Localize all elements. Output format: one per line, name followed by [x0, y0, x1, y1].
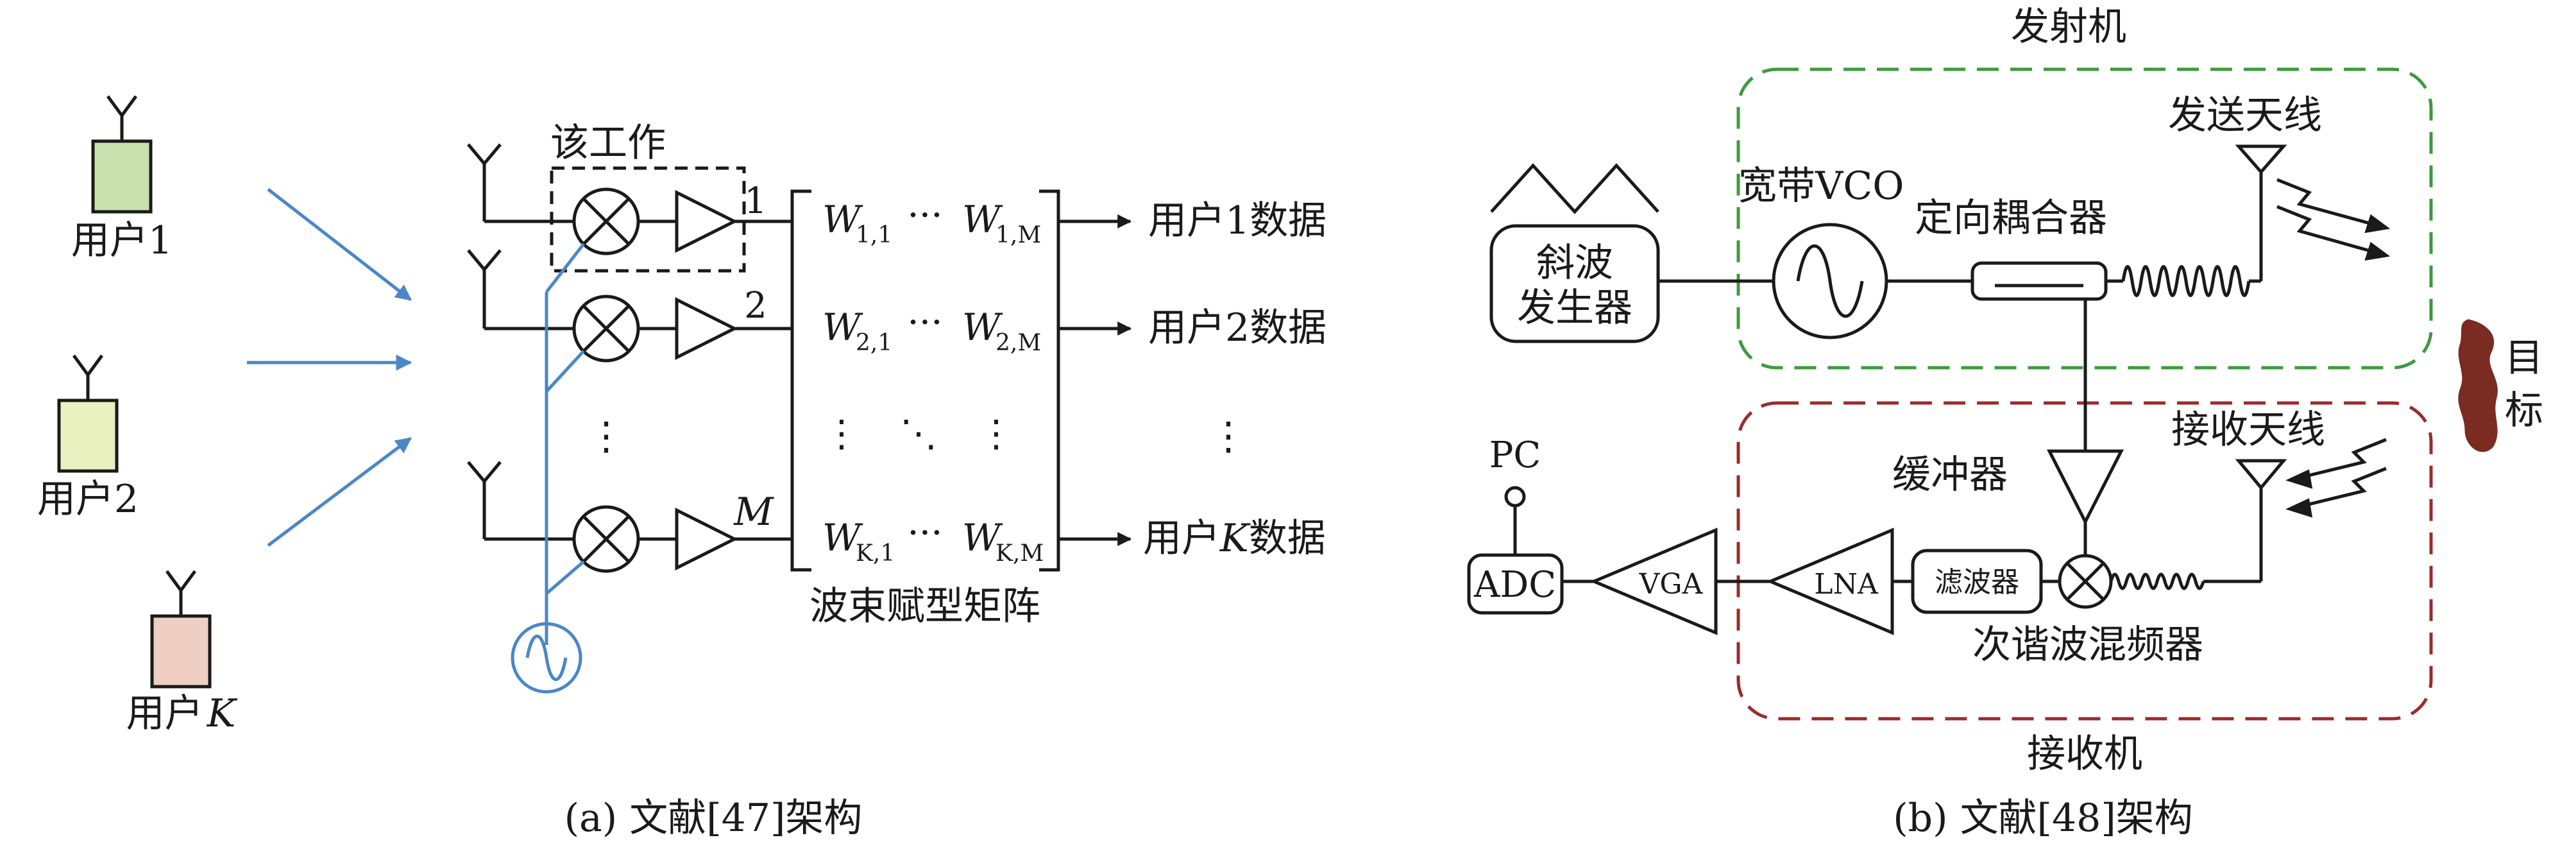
pc-label: PC — [1489, 434, 1541, 476]
svg-text:1,1: 1,1 — [856, 222, 892, 248]
user-2-label: 用户2 — [37, 477, 139, 522]
mixer-label: 次谐波混频器 — [1972, 622, 2203, 667]
branch-vertical-dots: ⋮ — [587, 414, 625, 459]
rx-radiation-bolts — [2285, 438, 2387, 518]
this-work-box — [550, 166, 746, 273]
matrix-row-k: W K,1 ··· W K,M — [822, 511, 1044, 567]
output-dots: ⋮ — [1209, 414, 1248, 459]
svg-text:W: W — [962, 516, 1003, 560]
adc-label: ADC — [1473, 564, 1556, 606]
svg-text:K,M: K,M — [996, 540, 1044, 567]
rx-branch-1 — [467, 143, 792, 255]
rx-branch-2 — [467, 249, 792, 363]
matrix-bracket-right — [1039, 189, 1060, 572]
vco-label: 宽带VCO — [1738, 164, 1904, 209]
lo-network — [511, 243, 585, 694]
target-label-2: 标 — [2505, 388, 2543, 433]
output-2: 用户2数据 — [1148, 305, 1326, 350]
antenna-icon — [165, 570, 197, 616]
tx-radiation-bolts — [2276, 178, 2391, 261]
antenna-icon — [467, 461, 502, 539]
lna-label: LNA — [1814, 568, 1879, 601]
user-device-k — [150, 614, 212, 689]
branch-label-2: 2 — [744, 285, 767, 327]
tx-antenna-icon — [2235, 144, 2287, 175]
output-arrows — [1058, 214, 1132, 547]
amplifier-icon — [675, 189, 738, 253]
user-device-1 — [91, 139, 153, 214]
uplink-arrows — [247, 188, 412, 547]
rx-wave — [2109, 572, 2205, 590]
svg-text:···: ··· — [907, 511, 942, 554]
output-k: 用户K数据 — [1143, 516, 1326, 561]
svg-text:W: W — [962, 305, 1003, 349]
svg-text:K,1: K,1 — [856, 540, 895, 567]
vga-label: VGA — [1639, 568, 1704, 601]
user-1 — [91, 95, 153, 214]
svg-text:W: W — [822, 198, 863, 241]
buffer-label: 缓冲器 — [1892, 452, 2008, 497]
svg-text:W: W — [822, 516, 863, 560]
svg-text:⋮: ⋮ — [978, 411, 1015, 455]
rx-antenna-icon — [2235, 459, 2287, 490]
ramp-waveform-icon — [1490, 163, 1659, 214]
matrix-bracket-left — [790, 189, 811, 572]
panel-b — [1467, 67, 2498, 721]
coupler-label: 定向耦合器 — [1915, 196, 2107, 241]
svg-text:⋱: ⋱ — [900, 411, 937, 455]
user-device-2 — [57, 399, 119, 473]
svg-text:2,M: 2,M — [996, 330, 1041, 356]
rx-antenna-label: 接收天线 — [2171, 407, 2325, 452]
antenna-icon — [467, 143, 502, 221]
svg-text:W: W — [962, 198, 1003, 241]
panel-b-text: 发射机 接收机 斜波 发生器 宽带VCO 定向耦合器 发送天线 接收天线 目 标… — [1473, 4, 2543, 841]
svg-text:W: W — [822, 305, 863, 349]
caption-a: (a) 文献[47]架构 — [564, 796, 863, 841]
user-k — [150, 570, 212, 689]
panel-a — [57, 95, 1132, 694]
rx-branch-m — [467, 461, 792, 573]
branch-label-m: M — [733, 490, 774, 535]
caption-b: (b) 文献[48]架构 — [1893, 796, 2192, 841]
this-work-label: 该工作 — [550, 121, 666, 166]
local-oscillator-icon — [511, 622, 582, 694]
matrix-row-dots: ⋮ ⋱ ⋮ — [823, 411, 1015, 455]
ramp-generator-label-2: 发生器 — [1517, 286, 1632, 330]
amplifier-icon — [675, 507, 738, 571]
matrix-row-2: W 2,1 ··· W 2,M — [822, 300, 1041, 356]
svg-text:···: ··· — [907, 300, 942, 344]
tx-antenna-label: 发送天线 — [2168, 93, 2322, 138]
branch-label-1: 1 — [744, 180, 767, 222]
transmitter-label: 发射机 — [2011, 4, 2126, 49]
tx-wave — [2121, 265, 2251, 297]
matrix-row-1: W 1,1 ··· W 1,M — [822, 193, 1041, 248]
svg-text:···: ··· — [907, 193, 942, 237]
svg-text:1,M: 1,M — [996, 222, 1041, 248]
output-1: 用户1数据 — [1148, 198, 1326, 243]
lna-icon — [1766, 527, 1894, 635]
target-icon — [2458, 319, 2498, 452]
antenna-icon — [467, 249, 502, 329]
receiver-label: 接收机 — [2027, 732, 2142, 776]
directional-coupler — [1970, 261, 2108, 301]
svg-text:⋮: ⋮ — [823, 411, 860, 455]
buffer-icon — [2046, 449, 2124, 526]
ramp-generator-box — [1489, 224, 1660, 343]
svg-text:2,1: 2,1 — [856, 330, 892, 356]
pc-terminal-icon — [1504, 486, 1526, 508]
ramp-generator-label-1: 斜波 — [1536, 241, 1613, 286]
vga-icon — [1589, 527, 1718, 635]
antenna-icon — [106, 95, 138, 141]
filter-label: 滤波器 — [1935, 566, 2019, 599]
amplifier-icon — [675, 296, 738, 361]
transmitter-box — [1736, 67, 2433, 370]
target-label-1: 目 — [2505, 336, 2543, 381]
user-1-label: 用户1 — [71, 218, 173, 263]
user-2 — [57, 354, 119, 473]
antenna-icon — [72, 354, 104, 400]
matrix-caption: 波束赋型矩阵 — [809, 584, 1040, 629]
